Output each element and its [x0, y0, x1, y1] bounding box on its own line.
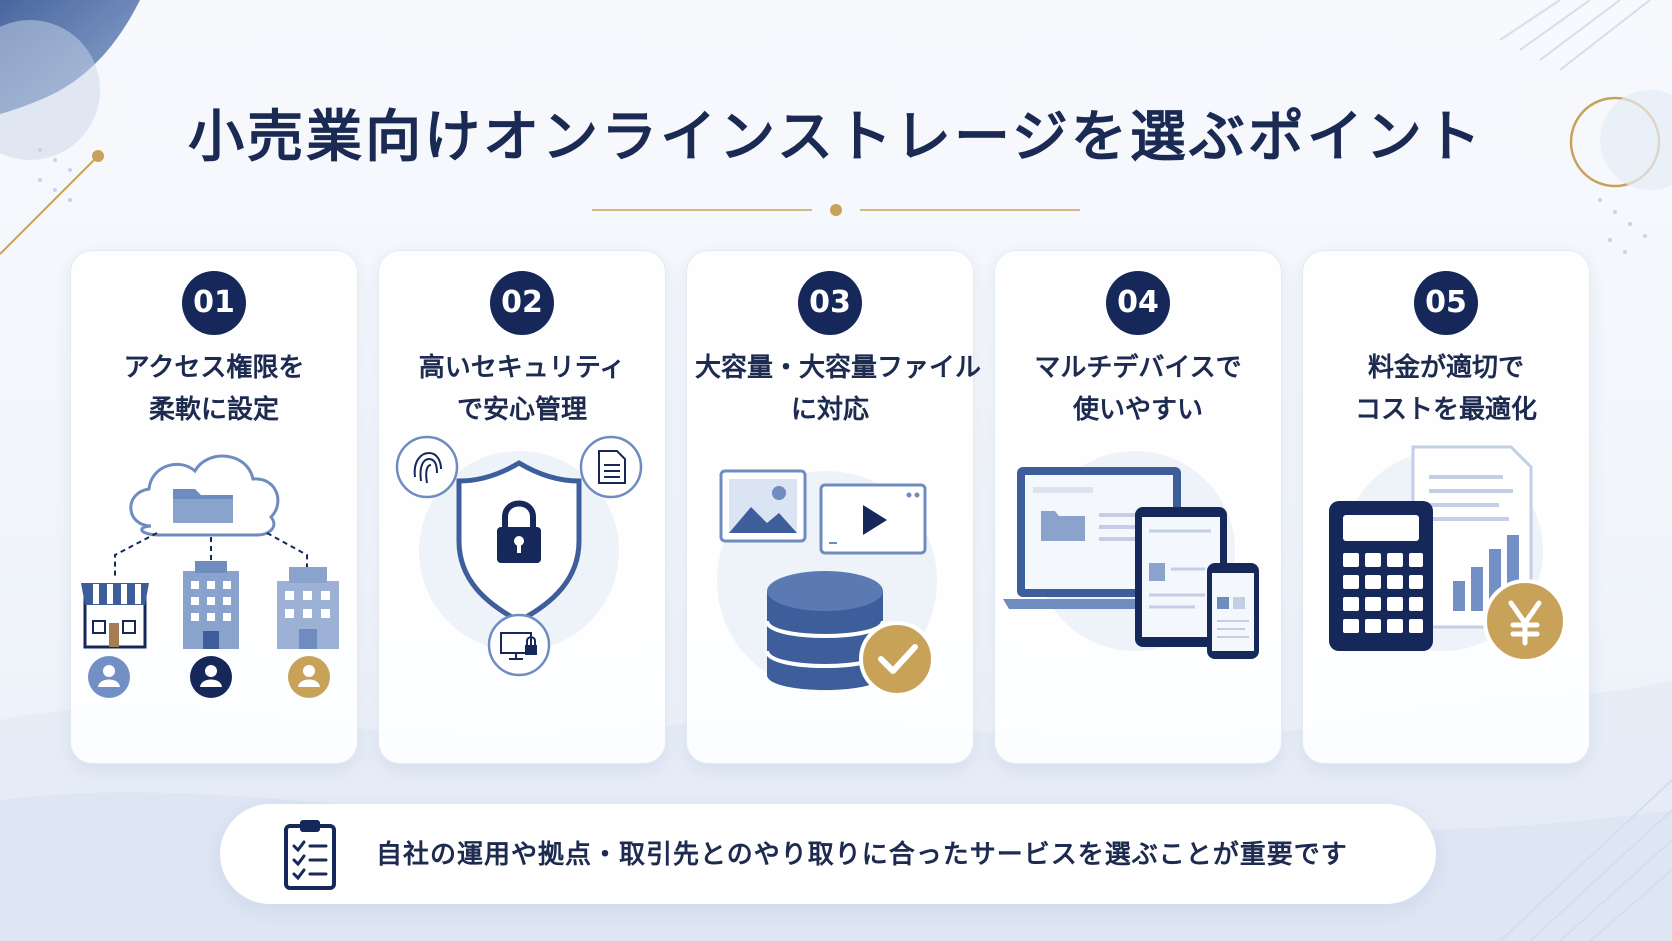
point-title-line-2: コストを最適化 [1354, 395, 1537, 425]
point-title-line-1: マルチデバイスで [1034, 353, 1242, 383]
point-card-02: 02 高いセキュリティ で安心管理 [378, 250, 666, 764]
calculator-icon [1329, 501, 1433, 651]
page-title: 小売業向けオンラインストレージを選ぶポイント [188, 105, 1484, 170]
point-title: 大容量・大容量ファイル に対応 [695, 347, 982, 431]
user-icon [88, 656, 330, 698]
summary-text: 自社の運用や拠点・取引先とのやり取りに合ったサービスを選ぶことが重要です [376, 840, 1348, 870]
point-title: 高いセキュリティ で安心管理 [387, 347, 657, 431]
security-illustration [395, 435, 643, 677]
store-icon [81, 583, 149, 649]
document-icon [579, 435, 643, 499]
point-number-badge: 02 [490, 271, 554, 335]
cost-illustration [1329, 445, 1567, 663]
large-file-illustration [717, 469, 937, 697]
point-title: マルチデバイスで 使いやすい [1003, 347, 1273, 431]
smartphone-icon [1207, 563, 1259, 659]
point-title-line-1: 料金が適切で [1367, 353, 1524, 383]
point-card-01: 01 アクセス権限を 柔軟に設定 [70, 250, 358, 764]
point-title: アクセス権限を 柔軟に設定 [79, 347, 349, 431]
summary-bar: 自社の運用や拠点・取引先とのやり取りに合ったサービスを選ぶことが重要です [220, 804, 1436, 904]
yen-coin-icon [1483, 579, 1567, 663]
point-title: 料金が適切で コストを最適化 [1311, 347, 1581, 431]
point-title-line-2: で安心管理 [456, 395, 587, 425]
video-play-icon [819, 483, 927, 555]
point-title-line-1: アクセス権限を [123, 353, 305, 383]
office-building-icon [183, 561, 239, 649]
point-card-04: 04 マルチデバイスで 使いやすい [994, 250, 1282, 764]
point-title-line-2: に対応 [790, 395, 869, 425]
access-control-illustration [81, 454, 339, 698]
point-title-line-2: 柔軟に設定 [148, 395, 279, 425]
title-divider [592, 204, 1080, 216]
point-title-line-1: 大容量・大容量ファイル [695, 353, 982, 383]
point-number-badge: 01 [182, 271, 246, 335]
building-icon [277, 567, 339, 649]
point-number-badge: 04 [1106, 271, 1170, 335]
point-card-03: 03 大容量・大容量ファイル に対応 [686, 250, 982, 764]
database-icon [765, 571, 885, 690]
fingerprint-icon [395, 435, 459, 499]
point-number-badge: 05 [1414, 271, 1478, 335]
points-cards: 01 アクセス権限を 柔軟に設定 [70, 250, 1602, 764]
point-card-05: 05 料金が適切で コストを最適化 [1302, 250, 1590, 764]
monitor-lock-icon [487, 613, 551, 677]
check-icon [859, 621, 935, 697]
image-icon [719, 469, 807, 543]
point-title-line-1: 高いセキュリティ [418, 353, 626, 383]
cloud-folder-icon [129, 454, 280, 537]
point-number-badge: 03 [798, 271, 862, 335]
multi-device-illustration [1003, 451, 1259, 659]
point-title-line-2: 使いやすい [1072, 395, 1203, 425]
clipboard-checklist-icon [284, 820, 336, 890]
